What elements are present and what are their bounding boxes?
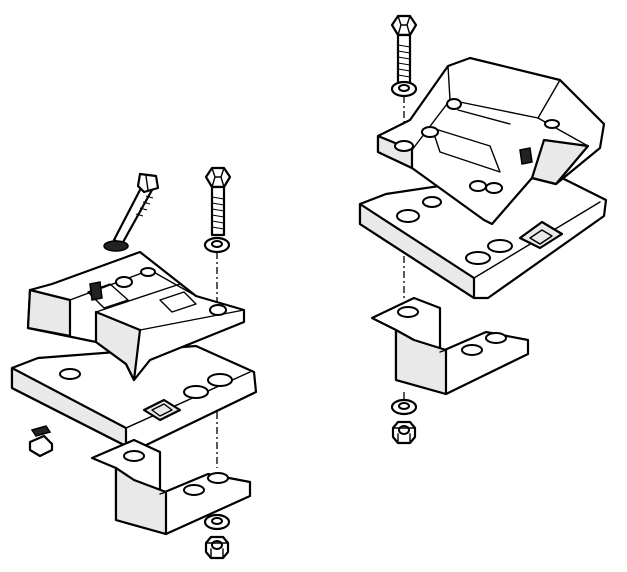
right-hex-nut — [391, 420, 417, 445]
left-upper-bracket — [26, 250, 246, 382]
left-hex-bolt — [204, 166, 232, 237]
left-washer-top — [203, 236, 231, 254]
left-washer-bottom — [203, 513, 231, 531]
left-lower-bracket — [90, 438, 252, 536]
long-bolt — [103, 172, 160, 252]
right-hex-bolt — [390, 14, 418, 85]
left-hex-nut — [204, 535, 230, 560]
right-lower-bracket — [370, 296, 530, 396]
right-upper-bracket — [376, 56, 606, 226]
right-mount-assembly — [358, 14, 608, 445]
left-base-plate — [10, 344, 258, 450]
left-side-nut — [28, 425, 54, 458]
right-washer-bottom — [390, 398, 418, 416]
left-mount-assembly — [10, 166, 258, 560]
right-washer-top — [390, 80, 418, 98]
